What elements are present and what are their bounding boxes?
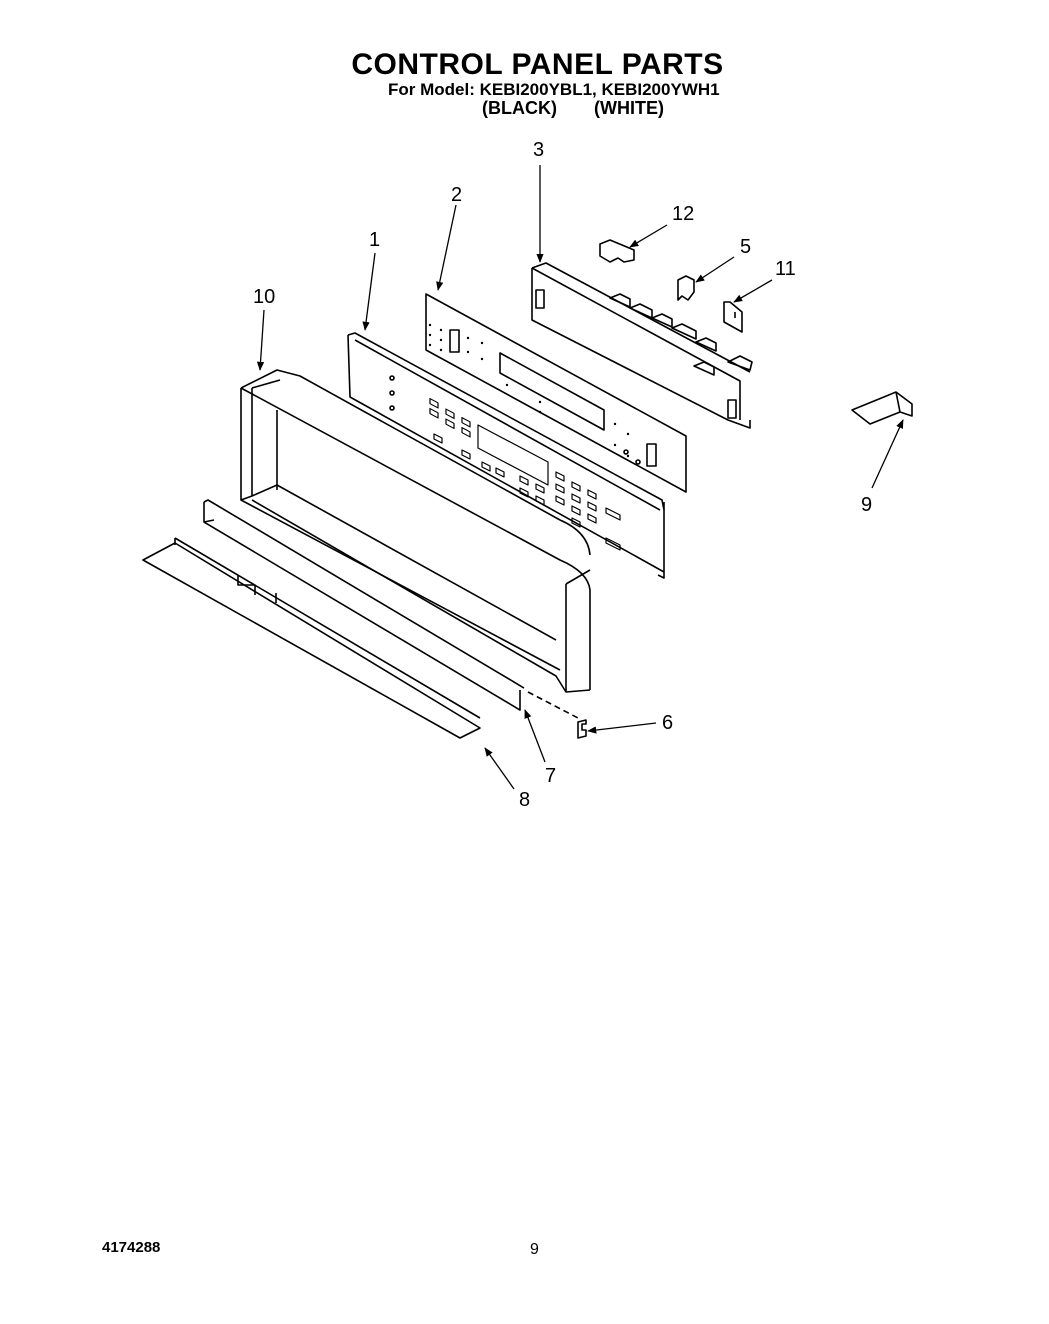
callout-8: 8 [519, 789, 531, 811]
callout-5: 5 [740, 236, 752, 258]
model-numbers: For Model: KEBI200YBL1, KEBI200YWH1 [388, 80, 720, 99]
part-9-bracket [851, 391, 913, 425]
part-1-overlay [347, 332, 665, 579]
callout-3: 3 [533, 139, 545, 161]
part-3-control-board [531, 262, 753, 429]
color-white-label: (WHITE) [594, 98, 664, 118]
callout-2: 2 [451, 184, 463, 206]
part-6-clip [577, 719, 587, 739]
part-7-strip [203, 499, 525, 711]
page-number: 9 [530, 1241, 539, 1258]
document-number: 4174288 [102, 1239, 161, 1256]
callout-12: 12 [672, 203, 695, 225]
leader-lines [256, 165, 904, 790]
page-title: CONTROL PANEL PARTS [351, 48, 724, 81]
part-10-console-housing [240, 369, 591, 693]
callout-11: 11 [775, 258, 796, 280]
callout-9: 9 [861, 494, 873, 516]
callout-6: 6 [662, 712, 674, 734]
model-colors: (BLACK) (WHITE) [482, 98, 682, 119]
callout-10: 10 [253, 286, 276, 308]
part-8-trim [142, 537, 481, 739]
part-5-clip [677, 275, 695, 301]
callout-1: 1 [369, 229, 381, 251]
part-6-guide-line [527, 691, 579, 719]
part-12-clip [599, 239, 635, 263]
callout-7: 7 [545, 765, 557, 787]
color-black-label: (BLACK) [482, 98, 557, 118]
part-11-bracket [723, 301, 743, 333]
part-2-membrane [425, 293, 687, 493]
